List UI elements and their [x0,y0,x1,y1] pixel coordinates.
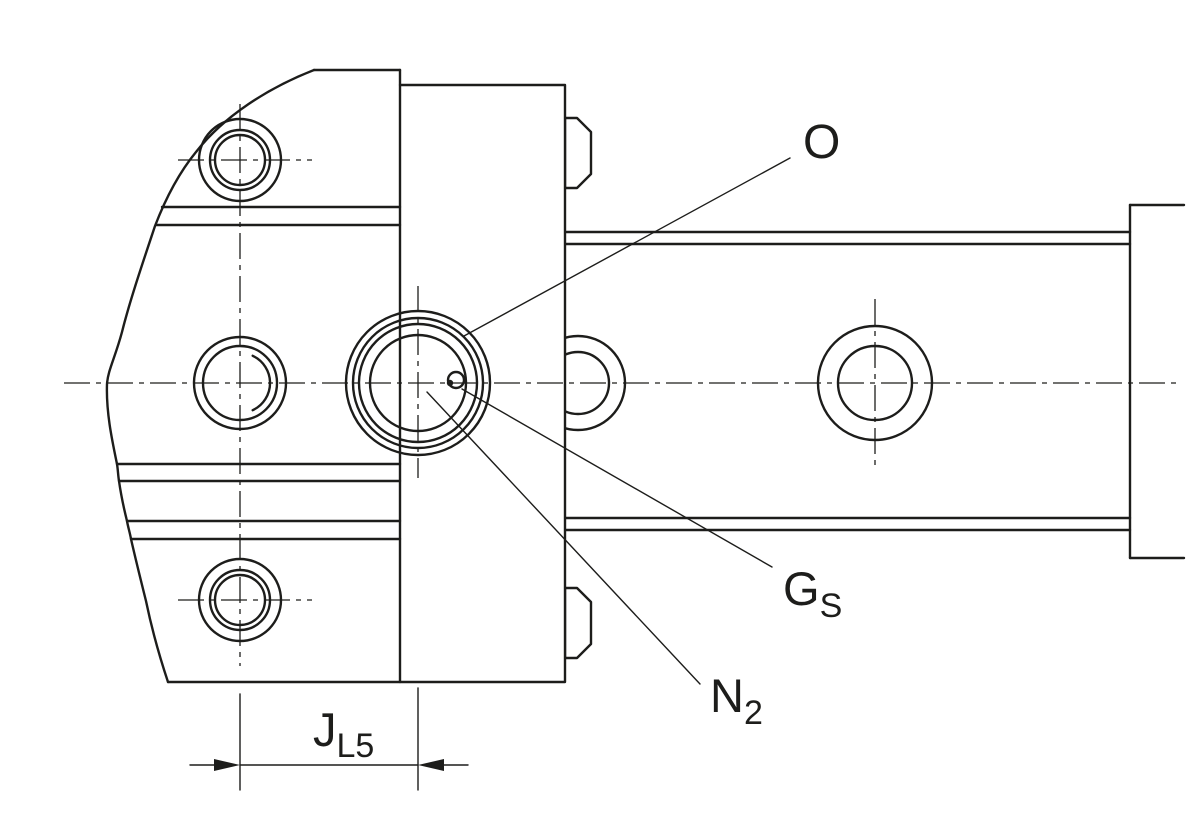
label-n-main: N [710,669,744,722]
label-n2: N2 [710,669,763,732]
centerlines [64,104,1180,666]
annotations: O GS N2 [426,116,842,732]
grease-port-circle [446,370,466,390]
label-g-subscript: S [820,587,843,625]
grease-port-dot [446,379,454,387]
leader-line-gs [461,388,773,568]
dimension-arrow-right [418,759,444,771]
dimension-label-j-subscript: L5 [337,727,375,765]
guide-rail [529,203,1186,560]
leader-line-o [463,157,791,337]
label-o-text: O [803,116,840,169]
dimension-arrow-left [214,759,240,771]
label-gs: GS [783,562,842,625]
dimension-label-j-main: J [313,703,337,756]
break-line [105,68,316,684]
dimension-jl5: JL5 [189,687,469,791]
label-o: O [803,116,840,169]
left-body [105,68,402,684]
flange-bolt-head-top [563,116,593,190]
flange-bolt-head-bottom [563,586,593,660]
leader-line-n2 [426,391,701,685]
dimension-label-jl5: JL5 [313,703,374,765]
label-g-main: G [783,562,820,615]
label-n-subscript: 2 [744,694,763,732]
